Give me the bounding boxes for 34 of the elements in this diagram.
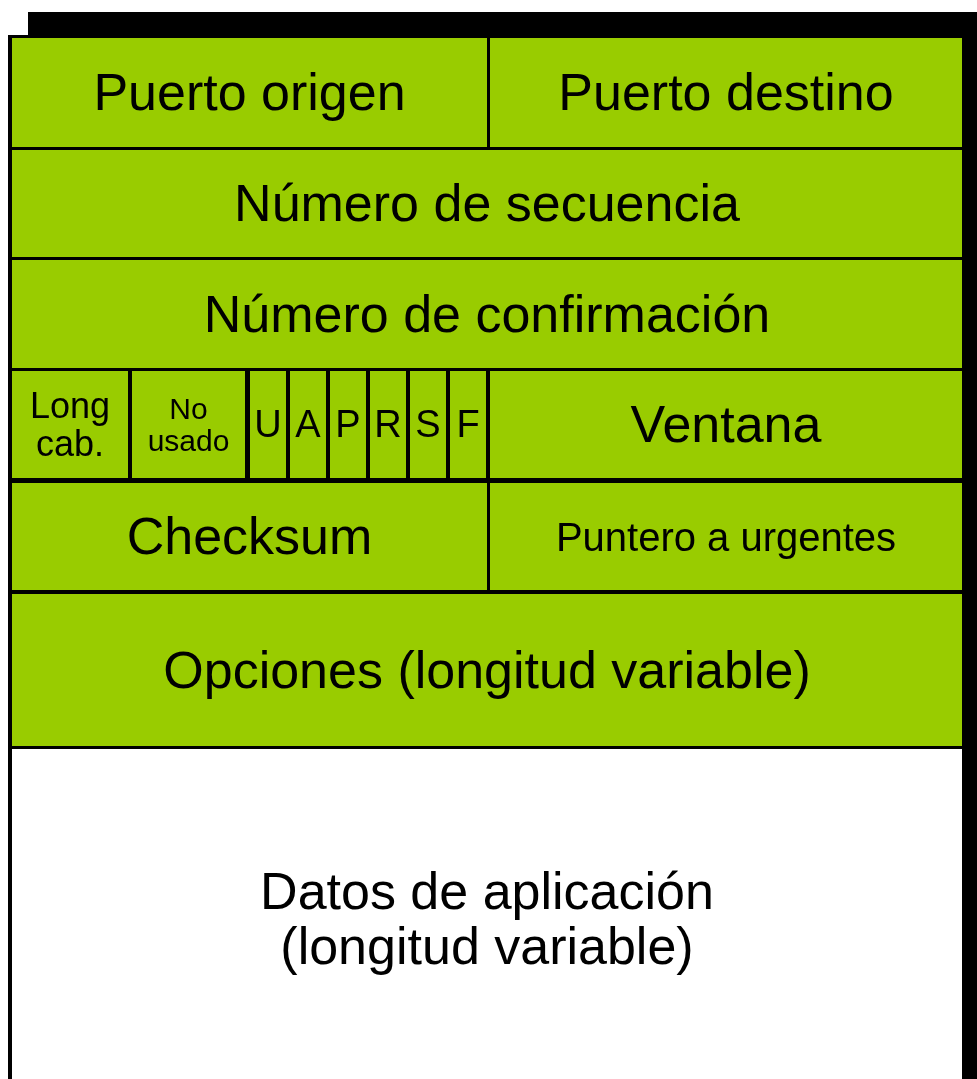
field-label: Puerto destino (558, 65, 894, 120)
field-cell (490, 371, 962, 478)
field-cell (490, 38, 962, 147)
field-cell (490, 483, 962, 590)
field-label: P (335, 404, 361, 445)
field-label: Puntero a urgentes (555, 515, 897, 558)
field-cell (12, 483, 487, 590)
field-label: S (415, 404, 441, 445)
field-label: No usado (146, 393, 231, 456)
field-label: Número de confirmación (203, 286, 771, 342)
field-cell (12, 38, 487, 147)
field-cell (12, 371, 128, 478)
field-cell (330, 371, 366, 478)
field-label: U (254, 404, 282, 445)
field-cell (12, 260, 962, 368)
field-label: Puerto origen (93, 65, 406, 120)
field-cell (12, 749, 962, 1079)
field-cell (132, 371, 245, 478)
field-label: Datos de aplicación (longitud variable) (259, 864, 715, 974)
field-label: Long cab. (28, 386, 112, 463)
field-cell (410, 371, 446, 478)
field-label: Checksum (126, 509, 373, 564)
field-cell (370, 371, 406, 478)
field-label: A (295, 404, 321, 445)
field-cell (250, 371, 286, 478)
field-label: F (456, 404, 480, 445)
field-label: Opciones (longitud variable) (163, 642, 811, 698)
field-label: Número de secuencia (234, 176, 740, 231)
field-cell (12, 150, 962, 257)
field-cell (12, 594, 962, 746)
field-cell (450, 371, 486, 478)
field-label: R (374, 404, 402, 445)
field-cell (290, 371, 326, 478)
field-label: Ventana (630, 397, 822, 452)
